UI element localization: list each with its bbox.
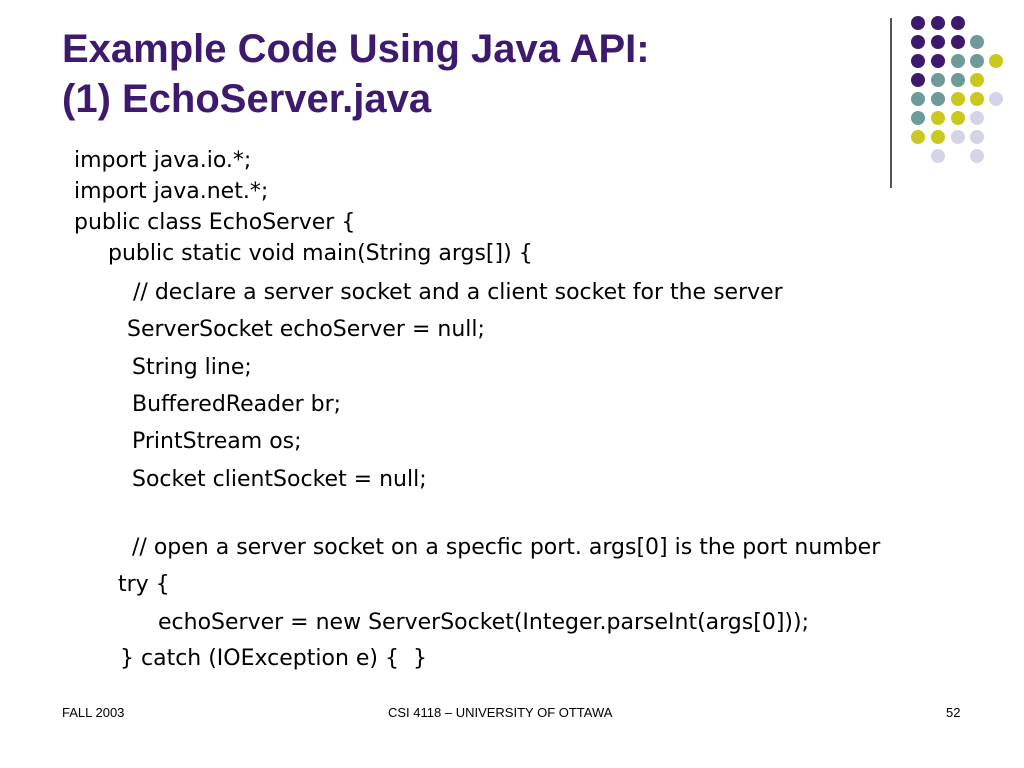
code-line-main-method: public static void main(String args[]) { bbox=[108, 241, 533, 266]
code-line-echoserver-assign: echoServer = new ServerSocket(Integer.pa… bbox=[158, 610, 809, 635]
dot bbox=[931, 130, 945, 144]
dot bbox=[931, 16, 945, 30]
dot bbox=[970, 35, 984, 49]
code-listing: import java.io.*; import java.net.*; pub… bbox=[74, 148, 881, 671]
dot bbox=[931, 54, 945, 68]
dot bbox=[951, 92, 965, 106]
code-line-serversocket: ServerSocket echoServer = null; bbox=[127, 317, 485, 342]
dot bbox=[931, 149, 945, 163]
code-line-bufferedreader: BufferedReader br; bbox=[132, 392, 342, 417]
dot bbox=[970, 73, 984, 87]
code-line-clientsocket: Socket clientSocket = null; bbox=[132, 467, 427, 492]
dot bbox=[911, 130, 925, 144]
dot bbox=[911, 16, 925, 30]
dot bbox=[951, 130, 965, 144]
code-line-import-io: import java.io.*; bbox=[74, 148, 252, 173]
code-line-string: String line; bbox=[132, 355, 252, 380]
dot bbox=[911, 92, 925, 106]
code-line-printstream: PrintStream os; bbox=[132, 429, 302, 454]
code-line-class-declaration: public class EchoServer { bbox=[74, 210, 356, 235]
dot bbox=[931, 35, 945, 49]
vertical-divider bbox=[890, 18, 892, 188]
dot bbox=[970, 149, 984, 163]
footer-term: FALL 2003 bbox=[62, 705, 125, 720]
dot bbox=[911, 54, 925, 68]
dot bbox=[970, 54, 984, 68]
slide-title-line-2: (1) EchoServer.java bbox=[62, 77, 432, 121]
code-line-comment-open: // open a server socket on a specfic por… bbox=[132, 535, 881, 560]
dot bbox=[989, 54, 1003, 68]
decorative-dot-grid bbox=[911, 16, 1003, 163]
dot bbox=[931, 111, 945, 125]
code-line-try: try { bbox=[118, 572, 170, 597]
dot bbox=[951, 35, 965, 49]
dot bbox=[911, 35, 925, 49]
code-line-import-net: import java.net.*; bbox=[74, 179, 269, 204]
dot bbox=[931, 92, 945, 106]
dot bbox=[951, 73, 965, 87]
dot bbox=[951, 54, 965, 68]
dot bbox=[970, 111, 984, 125]
code-line-comment-declare: // declare a server socket and a client … bbox=[133, 280, 783, 305]
code-line-catch: } catch (IOException e) { } bbox=[120, 646, 427, 671]
dot bbox=[951, 16, 965, 30]
dot bbox=[911, 73, 925, 87]
footer-slide-number: 52 bbox=[946, 705, 961, 720]
dot bbox=[951, 111, 965, 125]
slide-title-line-1: Example Code Using Java API: bbox=[62, 27, 650, 71]
dot bbox=[989, 92, 1003, 106]
dot bbox=[911, 111, 925, 125]
slide-title: Example Code Using Java API: (1) EchoSer… bbox=[62, 24, 862, 124]
dot bbox=[970, 130, 984, 144]
dot bbox=[931, 73, 945, 87]
footer-course: CSI 4118 – UNIVERSITY OF OTTAWA bbox=[388, 705, 613, 720]
dot bbox=[970, 92, 984, 106]
